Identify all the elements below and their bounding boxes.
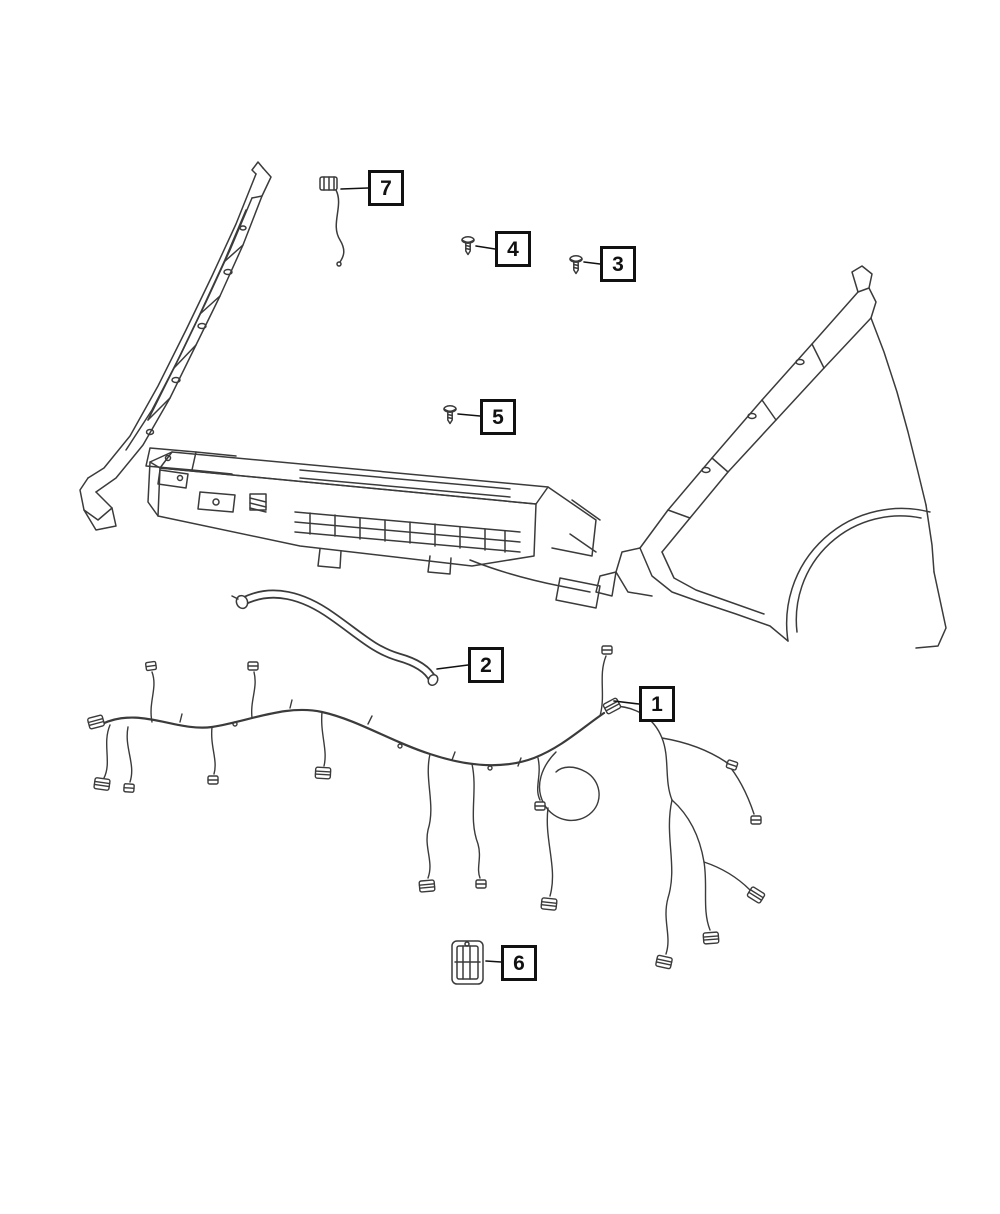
callout-3-label: 3 bbox=[612, 252, 624, 276]
part-2-tube-art bbox=[231, 589, 439, 687]
callout-2[interactable]: 2 bbox=[468, 647, 504, 683]
callout-7-label: 7 bbox=[380, 176, 392, 200]
right-fender-art bbox=[595, 265, 947, 649]
callout-4[interactable]: 4 bbox=[495, 231, 531, 267]
left-fender-art bbox=[79, 161, 272, 531]
callout-3[interactable]: 3 bbox=[600, 246, 636, 282]
callout-5-label: 5 bbox=[492, 405, 504, 429]
callout-4-label: 4 bbox=[507, 237, 519, 261]
part-1-harness-art bbox=[86, 645, 766, 970]
callout-5[interactable]: 5 bbox=[480, 399, 516, 435]
part-7-art bbox=[319, 176, 345, 267]
callout-leader-lines bbox=[340, 187, 640, 963]
part-6-art bbox=[451, 940, 484, 985]
crossmember-art bbox=[147, 451, 601, 609]
callout-2-label: 2 bbox=[480, 653, 492, 677]
callout-1[interactable]: 1 bbox=[639, 686, 675, 722]
callout-7[interactable]: 7 bbox=[368, 170, 404, 206]
callout-6-label: 6 bbox=[513, 951, 525, 975]
callout-6[interactable]: 6 bbox=[501, 945, 537, 981]
callout-1-label: 1 bbox=[651, 692, 663, 716]
